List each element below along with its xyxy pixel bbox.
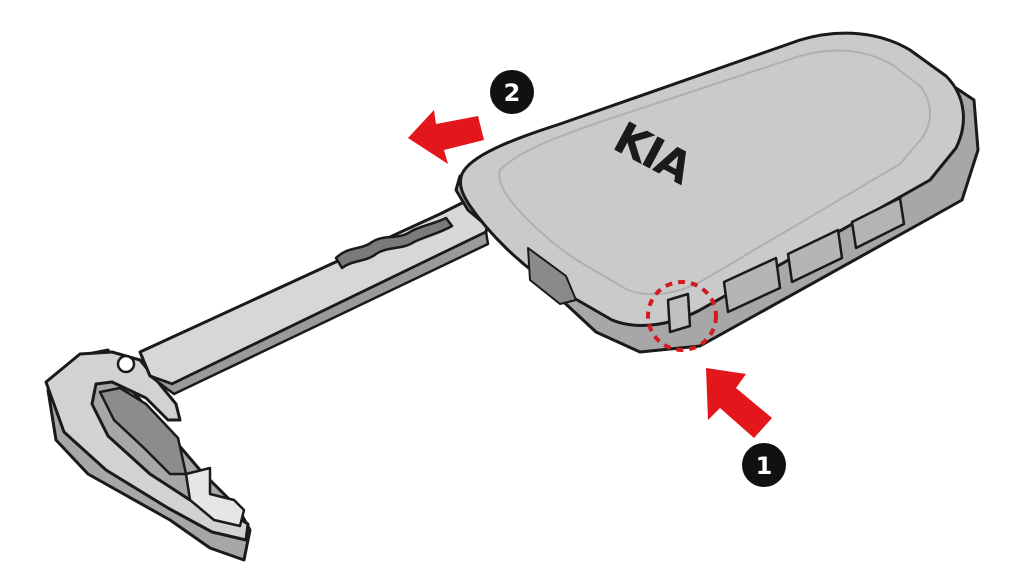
step-number-2: 2 [504,79,521,107]
key-fob-top-contour [498,49,931,296]
fob-side-panel-1 [722,256,782,314]
key-ring-hole [116,354,136,374]
mechanical-key [44,198,492,562]
arrow-left-icon [408,110,484,164]
key-fob-top [458,31,965,327]
fob-side-panel-3 [850,196,906,250]
release-button [666,292,692,334]
step-number-1: 1 [756,452,773,480]
fob-blade-slot [527,247,577,305]
key-fob: KIA [454,31,980,354]
fob-side-panel-2 [786,228,844,284]
arrow-up-icon [706,368,772,438]
release-button-highlight [646,280,718,352]
step-badge-1: 1 [742,443,786,487]
step-badge-2: 2 [490,70,534,114]
key-blade-underside [148,230,490,396]
key-blade-groove [334,216,454,270]
key-handle-tab [184,466,246,528]
